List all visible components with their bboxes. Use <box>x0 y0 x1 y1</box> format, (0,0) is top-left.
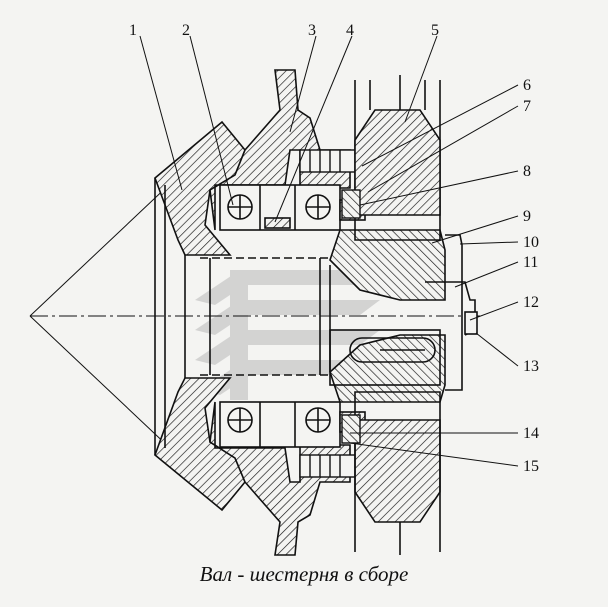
leader-lines <box>139 35 519 467</box>
bearings <box>219 184 341 448</box>
callout-labels: 1 2 3 4 5 6 7 8 9 10 11 12 13 14 15 <box>129 22 539 475</box>
callout-3: 3 <box>308 22 316 39</box>
callout-14: 14 <box>523 425 539 442</box>
callout-11: 11 <box>523 254 538 271</box>
figure-caption: Вал - шестерня в сборе <box>199 562 409 586</box>
callout-15: 15 <box>523 458 539 475</box>
bevel-gear <box>154 120 246 512</box>
callout-12: 12 <box>523 294 539 311</box>
cover-and-key <box>329 234 478 391</box>
callout-9: 9 <box>523 208 531 225</box>
callout-5: 5 <box>431 22 439 39</box>
callout-13: 13 <box>523 358 539 375</box>
callout-6: 6 <box>523 77 531 94</box>
callout-2: 2 <box>182 22 190 39</box>
callout-10: 10 <box>523 234 539 251</box>
callout-8: 8 <box>523 163 531 180</box>
callout-7: 7 <box>523 98 531 115</box>
callout-1: 1 <box>129 22 137 39</box>
callout-4: 4 <box>346 22 354 39</box>
sprocket <box>354 75 441 555</box>
seals <box>341 189 361 444</box>
